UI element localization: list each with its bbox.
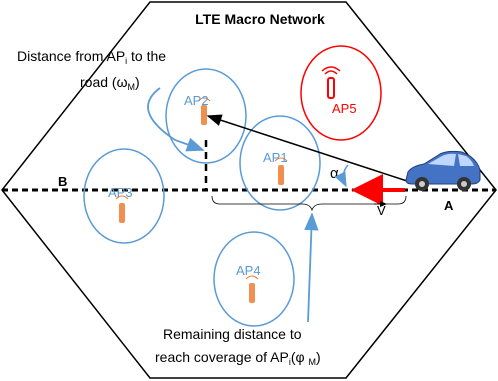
ap3-label: AP3 (108, 185, 133, 200)
remaining-callout-arrow (304, 212, 319, 323)
ap2-label: AP2 (184, 93, 209, 108)
annotation-remaining-line2: reach coverage of APi(φ M) (155, 349, 321, 367)
ap1-antenna-icon (274, 157, 288, 185)
angle-arc (334, 164, 349, 188)
road-endpoint-b: B (58, 174, 67, 189)
ap2-coverage-circle (165, 68, 247, 164)
ap4-coverage-circle (213, 231, 295, 327)
car-to-ap2-line (206, 114, 408, 182)
remaining-distance-brace (211, 195, 407, 212)
angle-alpha-symbol: α (330, 165, 339, 182)
annotation-distance-line1: Distance from APi to the (17, 48, 166, 66)
ap5-coverage-circle (300, 45, 382, 141)
ap2-antenna-icon (197, 97, 211, 125)
ap4-antenna-icon (245, 275, 259, 303)
car-icon (405, 150, 481, 191)
ap1-coverage-circle (239, 115, 321, 211)
road-endpoint-a: A (444, 198, 454, 213)
ap4-label: AP4 (236, 263, 261, 278)
annotation-distance-line2: road (ωM) (80, 74, 140, 92)
ap5-label: AP5 (332, 101, 357, 116)
ap3-antenna-icon (115, 195, 129, 223)
ap1-label: AP1 (263, 150, 288, 165)
distance-callout-arrow (147, 87, 205, 152)
diagram-title: LTE Macro Network (195, 11, 325, 27)
annotation-remaining-line1: Remaining distance to (163, 326, 302, 342)
ap5-antenna-icon (321, 66, 341, 99)
ap3-coverage-circle (83, 148, 165, 244)
velocity-symbol: V (377, 203, 386, 218)
